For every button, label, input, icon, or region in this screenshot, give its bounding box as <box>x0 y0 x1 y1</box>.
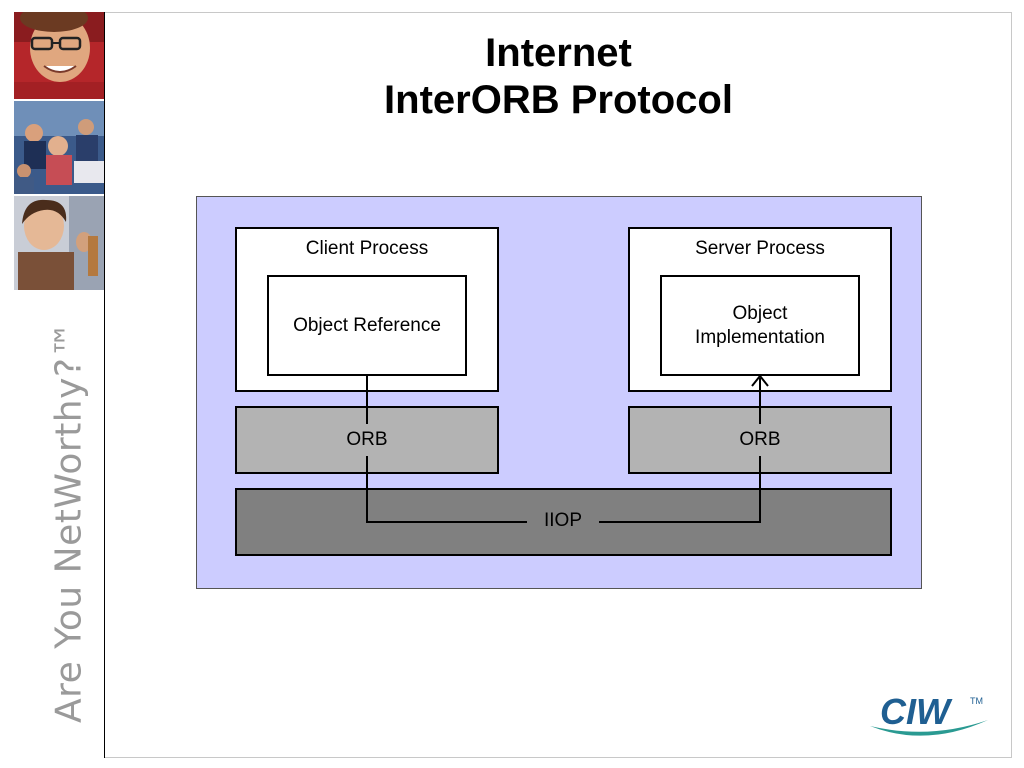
iiop-label: IIOP <box>543 510 582 531</box>
svg-text:TM: TM <box>970 696 983 706</box>
object-implementation-box: Object Implementation <box>660 275 860 376</box>
photo-woman <box>14 196 104 290</box>
title-line-2: InterORB Protocol <box>384 78 733 122</box>
svg-text:CIW: CIW <box>880 691 953 732</box>
object-implementation-label: Object Implementation <box>695 302 825 350</box>
client-process-label: Client Process <box>305 238 429 259</box>
client-orb-box: ORB <box>235 406 499 474</box>
iiop-diagram: Client Process Server Process Object Ref… <box>196 196 922 589</box>
iiop-band <box>235 488 892 556</box>
ciw-logo: CIW TM <box>866 690 994 744</box>
object-reference-label: Object Reference <box>293 314 441 336</box>
object-implementation-line-1: Object <box>732 302 788 324</box>
tagline: Are You NetWorthy?™ <box>48 320 90 724</box>
object-implementation-line-2: Implementation <box>695 326 825 348</box>
title-line-1: Internet <box>485 31 632 75</box>
photo-meeting <box>14 101 104 194</box>
object-reference-box: Object Reference <box>267 275 467 376</box>
server-process-label: Server Process <box>695 238 825 259</box>
server-orb-box: ORB <box>628 406 892 474</box>
slide-title: Internet InterORB Protocol <box>105 30 1012 124</box>
sidebar: Are You NetWorthy?™ <box>13 12 105 758</box>
photo-smiling-man <box>14 12 104 99</box>
